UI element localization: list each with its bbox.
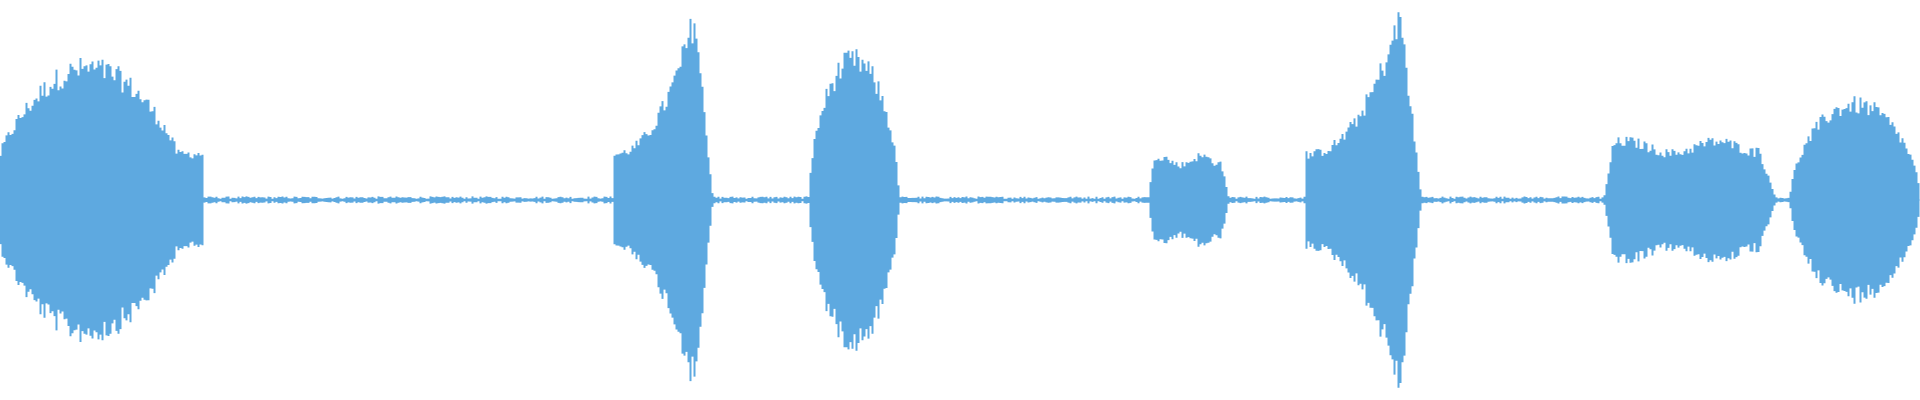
waveform-bars (0, 12, 1920, 388)
waveform-path (0, 12, 1920, 388)
